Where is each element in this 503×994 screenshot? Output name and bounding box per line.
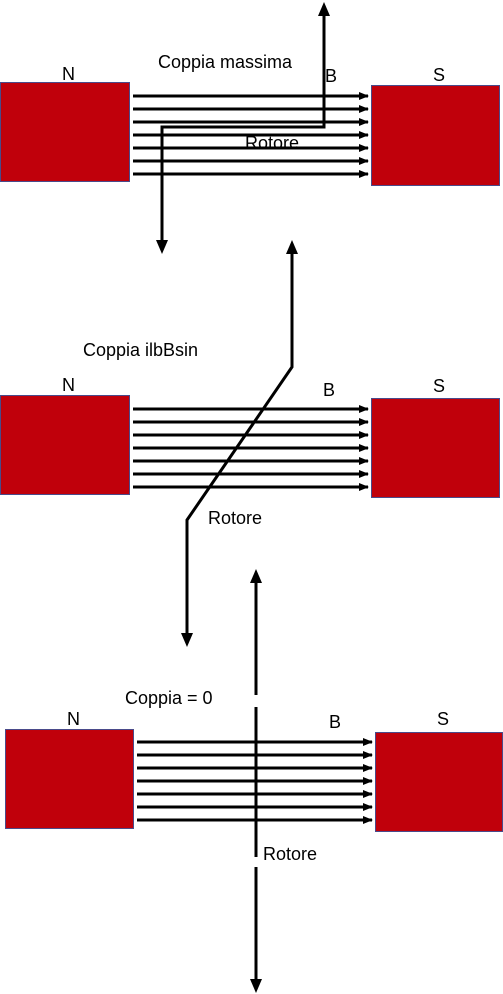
panel-2-rotor-label: Rotore: [208, 508, 263, 528]
north-magnet-3: [5, 729, 134, 829]
south-magnet-2: [371, 398, 500, 498]
panel-1-field-label: B: [325, 66, 338, 86]
rotor-1: [160, 16, 326, 242]
south-magnet-1: [371, 85, 500, 186]
rotor-1-arrow-down: [156, 240, 168, 254]
panel-3-rotor-label: Rotore: [263, 844, 318, 864]
rotor-3-arrow-down: [250, 979, 262, 993]
panel-3-south-label: S: [437, 709, 450, 729]
field-lines-2: [133, 405, 369, 491]
south-magnet-3: [375, 732, 503, 832]
panel-1-north-label: N: [62, 64, 75, 84]
panel-3-north-label: N: [67, 709, 80, 729]
panel-2-field-label: B: [323, 380, 336, 400]
field-lines-1: [133, 92, 369, 178]
panel-1-title: Coppia massima: [158, 52, 293, 72]
north-magnet-2: [0, 395, 130, 495]
panel-2-south-label: S: [433, 376, 446, 396]
panel-3-title: Coppia = 0: [125, 688, 213, 708]
panel-1-south-label: S: [433, 65, 446, 85]
panel-2-north-label: N: [62, 375, 75, 395]
rotor-2-arrow-up: [286, 240, 298, 254]
panel-3-field-label: B: [329, 712, 342, 732]
rotor-2-arrow-down: [181, 633, 193, 647]
rotor-1-arrow-up: [318, 2, 330, 16]
panel-2-title: Coppia ilbBsin: [83, 340, 199, 360]
north-magnet-1: [0, 82, 130, 182]
rotor-2: [185, 252, 294, 634]
panel-1-rotor-label: Rotore: [245, 133, 300, 153]
rotor-3-arrow-up: [250, 569, 262, 583]
